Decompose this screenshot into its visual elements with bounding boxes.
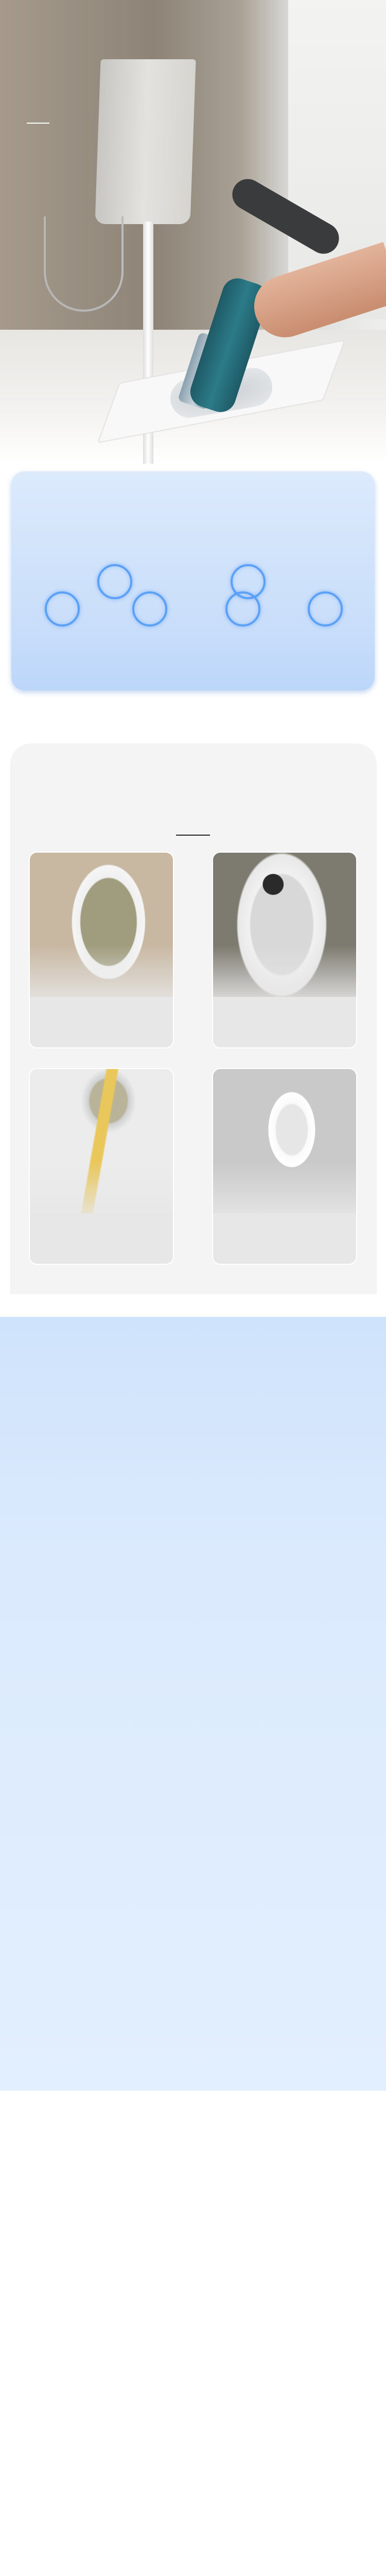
water-hose-image: [44, 216, 124, 312]
image-fade: [30, 945, 173, 1007]
moon-icon: [132, 591, 167, 626]
right-item: [97, 564, 132, 599]
rights-card: [11, 471, 375, 690]
toilet-tank-image: [95, 59, 196, 224]
problem-card: [29, 852, 174, 1048]
steps-section: [0, 1317, 386, 2091]
image-fade: [213, 1162, 356, 1224]
hero-divider: [27, 123, 49, 124]
problem-card: [212, 852, 357, 1048]
diamond-icon: [97, 564, 132, 599]
image-fade: [30, 1162, 173, 1224]
problem-card: [212, 1068, 357, 1265]
headset-icon: [225, 591, 260, 626]
problems-divider: [176, 835, 210, 836]
hero-banner: [0, 0, 386, 464]
tools-icon: [308, 591, 343, 626]
problem-card: [29, 1068, 174, 1265]
image-fade: [213, 945, 356, 1007]
door-icon: [45, 591, 80, 626]
